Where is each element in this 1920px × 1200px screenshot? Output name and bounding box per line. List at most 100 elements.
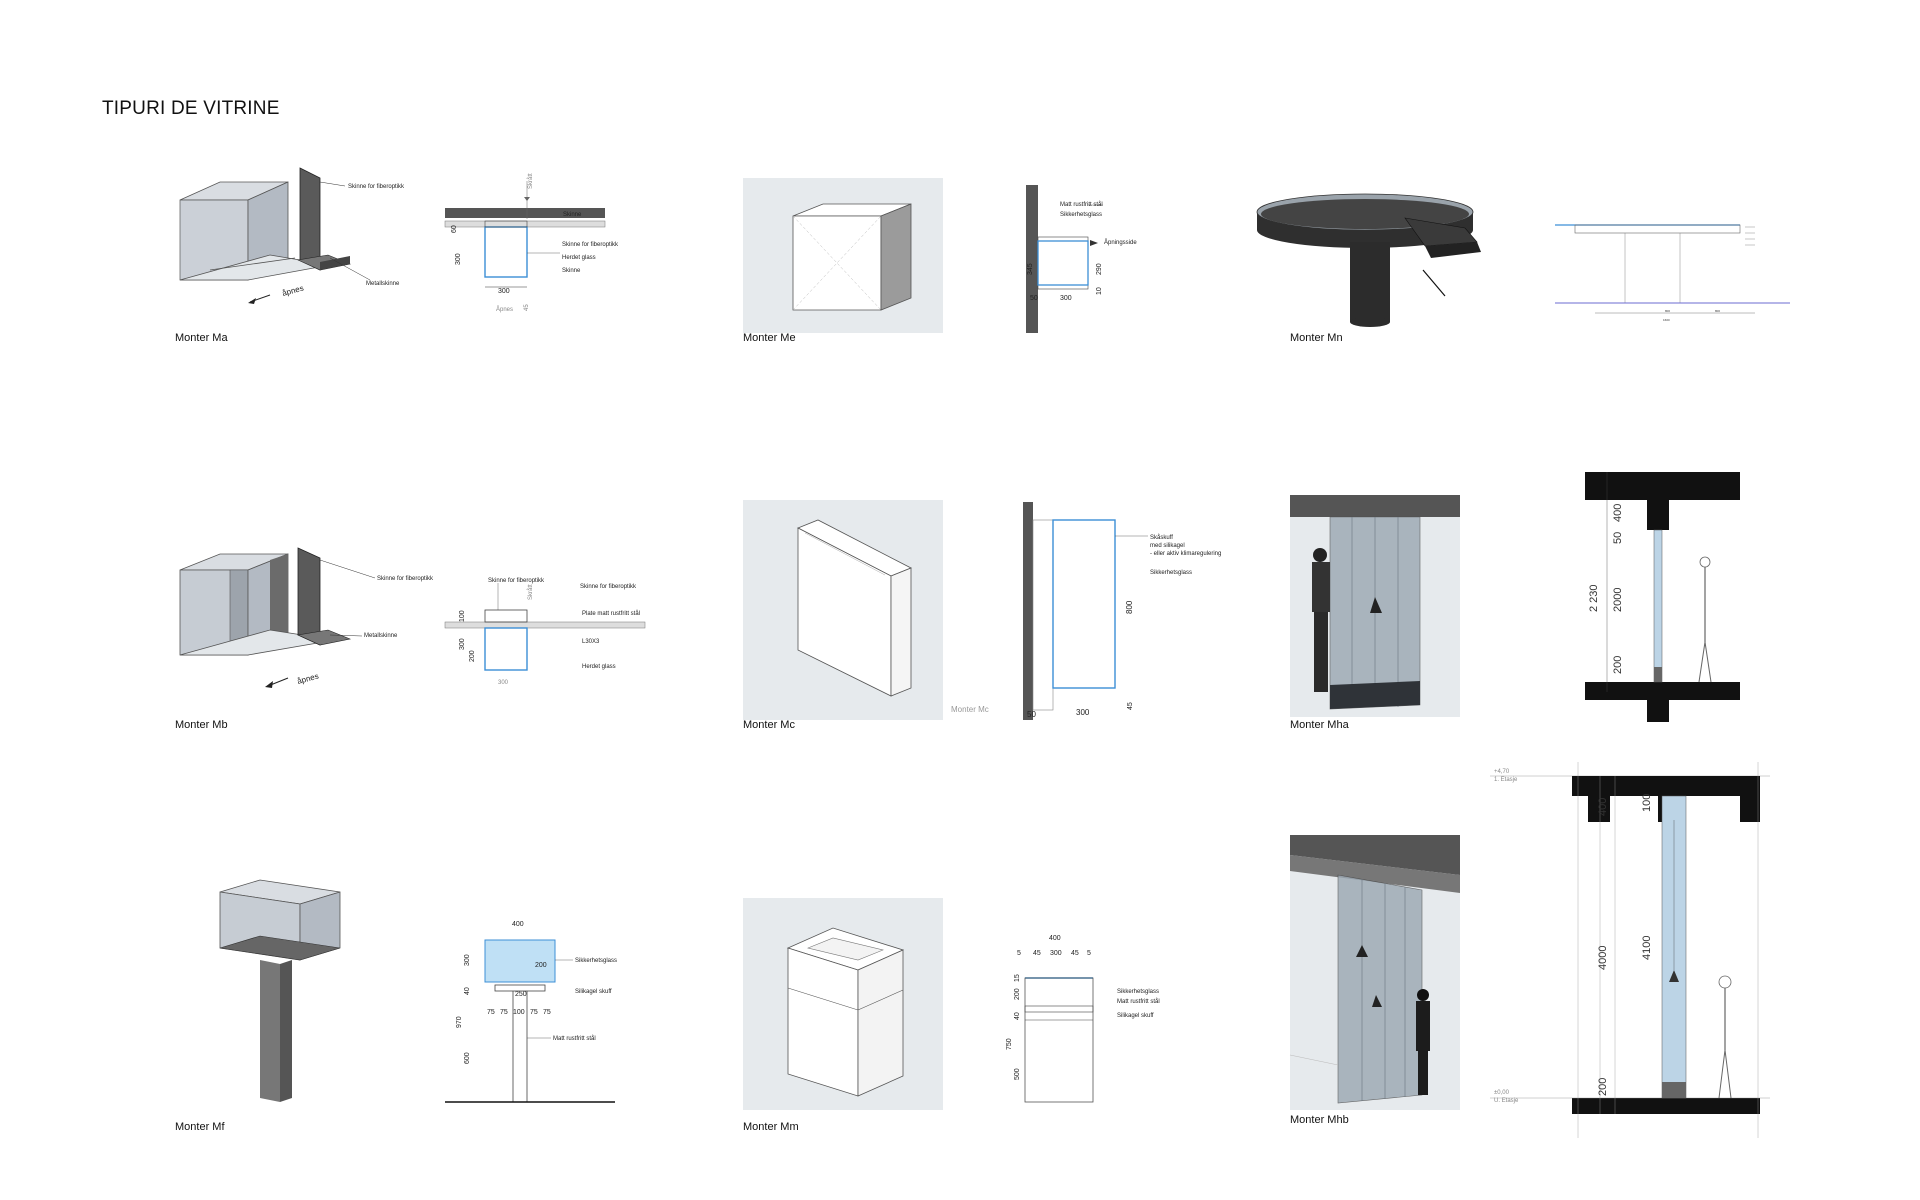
- monter-mb-section: Skinne for fiberoptikk Skinne for fibero…: [444, 578, 646, 686]
- monter-mf-dim-row-1: 75: [500, 1009, 508, 1016]
- monter-mha-dim-top: 400: [1612, 504, 1624, 522]
- monter-mha-dim-total: 2 230: [1588, 584, 1600, 612]
- caption-monter-mha: Monter Mha: [1290, 719, 1349, 731]
- monter-mhb-dim-4100: 4100: [1641, 936, 1653, 960]
- monter-mf-dim-row-0: 75: [487, 1009, 495, 1016]
- monter-mn-section: 800 800 1600: [1555, 224, 1790, 322]
- monter-ma-dim-side: 45: [524, 304, 530, 311]
- monter-mf-dim-200: 200: [535, 962, 547, 969]
- monter-me-dim-h: 345: [1027, 263, 1034, 275]
- monter-mha-render: [1290, 495, 1460, 717]
- monter-mb-iso-label-metal: Metallskinne: [364, 633, 398, 639]
- monter-mf-dim-row-4: 75: [543, 1009, 551, 1016]
- monter-me-section: Matt rustfritt stål Sikkerhetsglass Åpni…: [1026, 185, 1137, 333]
- monter-mm-dim-40: 40: [1014, 1012, 1021, 1020]
- monter-mhb-level-bottom-name: U. Etasje: [1494, 1098, 1519, 1104]
- monter-mf-dim-300: 300: [464, 954, 471, 966]
- monter-mm-section: 400 5 45 300 45 5 15 200 40 750 500 Sikk…: [1006, 935, 1160, 1103]
- monter-mf-dim-400: 400: [512, 921, 524, 928]
- monter-mc-label-drawer-2: med silikagel: [1150, 543, 1185, 549]
- monter-mhb-dim-4000: 4000: [1597, 946, 1609, 970]
- monter-ma-open-label: åpnes: [281, 284, 304, 298]
- monter-ma-sec-label-hglass: Herdet glass: [562, 255, 596, 261]
- caption-monter-mm: Monter Mm: [743, 1121, 799, 1133]
- monter-mb-dim-200: 200: [469, 650, 476, 662]
- monter-mc-dim-bottom: 45: [1127, 702, 1134, 710]
- monter-mb-sec-label-rail: Skinne for fiberoptikk: [488, 578, 545, 584]
- monter-mn-render: [1256, 193, 1481, 327]
- monter-mf-label-glass: Sikkerhetsglass: [575, 958, 617, 964]
- monter-me-dim-glass: 290: [1096, 263, 1103, 275]
- monter-me-dim-left: 50: [1030, 295, 1038, 302]
- monter-ma-sec-label-skinne: Skinne: [562, 268, 581, 274]
- monter-mf-dim-250: 250: [515, 991, 527, 998]
- monter-mha-dim-2000: 2000: [1612, 588, 1624, 612]
- monter-mb-sec-label-plate: Plate matt rustfritt stål: [582, 610, 640, 617]
- monter-mm-dim-500: 500: [1014, 1068, 1021, 1080]
- monter-mb-dim-300: 300: [459, 638, 466, 650]
- monter-mm-label-glass: Sikkerhetsglass: [1117, 989, 1159, 995]
- monter-mf-dim-row-3: 75: [530, 1009, 538, 1016]
- monter-mhb-section: +4,70 1. Etasje ±0,00 U. Etasje 400 4000…: [1490, 762, 1770, 1138]
- monter-ma-dim-h: 300: [455, 253, 462, 265]
- monter-mf-dim-600: 600: [464, 1052, 471, 1064]
- monter-mha-dim-200: 200: [1612, 656, 1624, 674]
- monter-mb-iso-label-rail: Skinne for fiberoptikk: [377, 576, 434, 582]
- monter-mb-sec-label-glass: Herdet glass: [582, 664, 616, 670]
- monter-me-label-glass: Sikkerhetsglass: [1060, 212, 1102, 218]
- caption-monter-mc: Monter Mc: [743, 719, 795, 731]
- monter-mhb-dim-400: 400: [1597, 798, 1609, 816]
- monter-me-dim-w: 300: [1060, 295, 1072, 302]
- monter-mc-dim-left: 50: [1027, 710, 1036, 719]
- monter-mhb-level-top: +4,70: [1494, 769, 1510, 775]
- caption-monter-me: Monter Me: [743, 332, 796, 344]
- page-title: TIPURI DE VITRINE: [102, 98, 280, 119]
- monter-mc-section: Monter Mc Skåskuff med silikagel - eller…: [951, 502, 1221, 720]
- monter-mc-render: [743, 500, 943, 720]
- caption-monter-mb: Monter Mb: [175, 719, 228, 731]
- monter-mc-dim-h: 800: [1125, 600, 1134, 614]
- monter-mm-dim-row-4: 5: [1087, 950, 1091, 957]
- monter-mm-dim-200: 200: [1014, 988, 1021, 1000]
- monter-mm-dim-row-0: 5: [1017, 950, 1021, 957]
- monter-mm-dim-15: 15: [1014, 974, 1021, 982]
- monter-mn-dim-total: 1600: [1663, 318, 1670, 322]
- monter-mm-dim-row-1: 45: [1033, 950, 1041, 957]
- monter-ma-dim-w: 300: [498, 288, 510, 295]
- monter-mm-render: [743, 898, 943, 1110]
- monter-mm-dim-400: 400: [1049, 935, 1061, 942]
- monter-me-label-steel: Matt rustfritt stål: [1060, 201, 1103, 208]
- monter-mm-label-steel: Matt rustfritt stål: [1117, 998, 1160, 1005]
- monter-mb-open-label: åpnes: [296, 672, 319, 686]
- monter-ma-iso-label-rail: Skinne for fiberoptikk: [348, 184, 405, 190]
- monter-mha-dim-50: 50: [1612, 532, 1624, 544]
- monter-mf-section: 400 200 250 300 40 970 600 75 75 100 75 …: [445, 921, 617, 1103]
- monter-me-render: [743, 178, 943, 333]
- monter-mf-label-steel: Matt rustfritt stål: [553, 1035, 596, 1042]
- monter-ma-section: Skrått Skinne Skinne for fiberoptikk Her…: [444, 173, 619, 313]
- monter-mb-dim-100: 100: [459, 610, 466, 622]
- monter-mf-label-drawer: Silikagel skuff: [575, 989, 612, 995]
- monter-ma-dim-bottom: Åpnes: [496, 306, 513, 313]
- monter-mb-isometric: Skinne for fiberoptikk Metallskinne åpne…: [179, 547, 434, 688]
- monter-me-dim-bottom: 10: [1096, 287, 1103, 295]
- monter-mf-dim-40: 40: [464, 987, 471, 995]
- caption-monter-mf: Monter Mf: [175, 1121, 225, 1133]
- monter-mha-section: 400 50 2 230 2000 200: [1585, 472, 1740, 722]
- monter-mc-label-drawer-1: Skåskuff: [1150, 534, 1173, 541]
- monter-mf-dim-row-2: 100: [513, 1009, 525, 1016]
- monter-mc-label-drawer-3: - eller aktiv klimaregulering: [1150, 551, 1221, 557]
- monter-ma-sec-label-top: Skinne for fiberoptikk: [562, 242, 619, 248]
- monter-mhb-level-bottom: ±0,00: [1494, 1090, 1510, 1096]
- monter-mb-sec-label-l: L30X3: [582, 639, 600, 645]
- monter-mb-dim-bottom: 300: [498, 680, 509, 686]
- monter-mc-dim-w: 300: [1076, 708, 1090, 717]
- monter-mhb-dim-100: 100: [1641, 794, 1653, 812]
- monter-mn-dim-b: 800: [1715, 309, 1720, 313]
- caption-monter-mn: Monter Mn: [1290, 332, 1343, 344]
- caption-monter-mhb: Monter Mhb: [1290, 1114, 1349, 1126]
- monter-ma-iso-label-metal: Metallskinne: [366, 281, 400, 287]
- monter-mn-dim-a: 800: [1665, 309, 1670, 313]
- monter-mc-label-glass: Sikkerhetsglass: [1150, 570, 1192, 576]
- monter-mb-sec-small: Skrått: [527, 584, 534, 600]
